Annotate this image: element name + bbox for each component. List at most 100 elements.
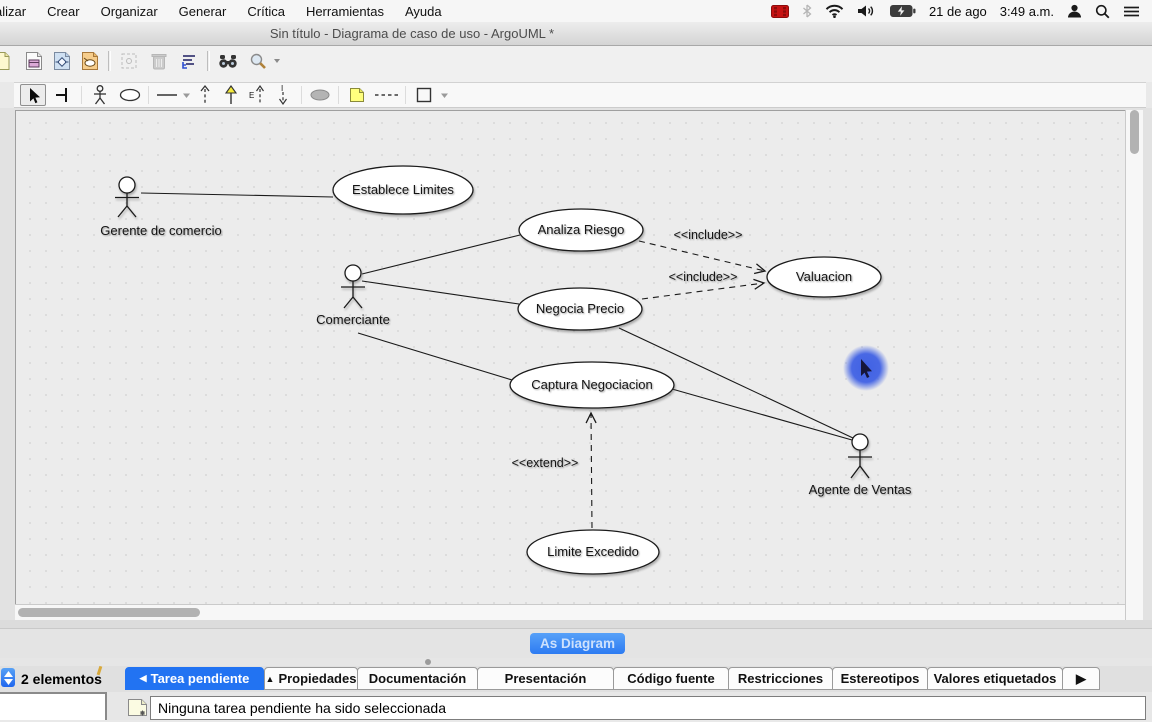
actor-agente-de-ventas[interactable]: [848, 433, 872, 479]
tab-valores-etiquetados[interactable]: Valores etiquetados: [927, 667, 1063, 690]
association-dropdown-icon[interactable]: [180, 84, 192, 106]
broom-tool[interactable]: [50, 84, 76, 106]
critiques-icon[interactable]: [177, 49, 201, 73]
horizontal-scrollbar[interactable]: [15, 604, 1125, 621]
include-edge-label: <<include>>: [669, 270, 738, 284]
as-diagram-button[interactable]: As Diagram: [530, 633, 625, 654]
select-tool[interactable]: [20, 84, 46, 106]
usecase-negocia-precio[interactable]: [517, 287, 643, 331]
tool-separator: [81, 86, 82, 104]
actor-tool[interactable]: [87, 84, 113, 106]
menu-items: alizar Crear Organizar Generar Crítica H…: [0, 4, 463, 19]
wifi-icon[interactable]: [825, 4, 844, 18]
assoc-comerciante-negocia[interactable]: [361, 280, 520, 305]
usecase-diagram: Establece Limites Analiza Riesgo Valuaci…: [100, 165, 912, 575]
actor-comerciante[interactable]: [341, 264, 365, 309]
drawing-toolbar: E I: [14, 82, 1146, 108]
use-case-tool[interactable]: [117, 84, 143, 106]
menu-item-generar[interactable]: Generar: [178, 3, 227, 19]
tool-separator: [301, 86, 302, 104]
search-icon[interactable]: [1095, 4, 1110, 19]
menu-item-crear[interactable]: Crear: [47, 3, 80, 19]
comment-tool[interactable]: [344, 84, 370, 106]
usecase-analiza-riesgo[interactable]: [518, 208, 644, 252]
menu-item-organizar[interactable]: Organizar: [100, 3, 158, 19]
association-tool[interactable]: [154, 84, 180, 106]
menu-item-ayuda[interactable]: Ayuda: [404, 3, 442, 19]
rectangle-tool[interactable]: [411, 84, 437, 106]
window-titlebar[interactable]: Sin título - Diagrama de caso de uso - A…: [0, 22, 1152, 46]
actor-gerente-de-comercio[interactable]: [115, 176, 139, 218]
generalization-tool[interactable]: [218, 84, 244, 106]
menubar-clock[interactable]: 3:49 a.m.: [999, 3, 1054, 19]
tab-tarea-pendiente[interactable]: ◀ Tarea pendiente: [125, 667, 264, 690]
tool-separator: [338, 86, 339, 104]
usecase-label: Negocia Precio: [536, 301, 624, 316]
svg-text:I: I: [281, 84, 283, 93]
tab-documentacion[interactable]: Documentación: [357, 667, 478, 690]
include-edge-analiza-valuacion[interactable]: [638, 240, 767, 275]
tab-label: Propiedades: [278, 671, 357, 686]
menubar-date[interactable]: 21 de ago: [928, 3, 987, 19]
tool-separator: [148, 86, 149, 104]
macos-menubar: alizar Crear Organizar Generar Crítica H…: [0, 0, 1152, 23]
include-edge-negocia-valuacion[interactable]: [641, 278, 766, 300]
zoom-icon[interactable]: [246, 49, 270, 73]
volume-icon[interactable]: [857, 4, 877, 18]
dependency-tool[interactable]: [192, 84, 218, 106]
extension-point-tool[interactable]: [307, 84, 333, 106]
include-tool[interactable]: I: [270, 84, 296, 106]
new-class-diagram-icon[interactable]: [22, 49, 46, 73]
tab-estereotipos[interactable]: Estereotipos: [832, 667, 928, 690]
new-usecase-diagram-icon[interactable]: [78, 49, 102, 73]
zoom-dropdown-icon[interactable]: [270, 49, 284, 73]
details-tabbar: 2 elementos ◀ Tarea pendiente ▲ Propieda…: [0, 665, 1152, 692]
diagram-canvas[interactable]: Establece Limites Analiza Riesgo Valuaci…: [15, 110, 1126, 605]
extend-tool[interactable]: E: [244, 84, 270, 106]
tab-restricciones[interactable]: Restricciones: [728, 667, 833, 690]
vertical-scrollbar-thumb[interactable]: [1130, 110, 1139, 154]
menu-item-herramientas[interactable]: Herramientas: [305, 3, 384, 19]
tab-codigo-fuente[interactable]: Código fuente: [613, 667, 729, 690]
new-state-diagram-icon[interactable]: [50, 49, 74, 73]
usecase-captura-negociacion[interactable]: [509, 361, 675, 409]
notification-list-icon[interactable]: [1123, 5, 1140, 18]
recording-icon[interactable]: [770, 4, 789, 18]
todo-message-field[interactable]: Ninguna tarea pendiente ha sido seleccio…: [150, 696, 1146, 720]
extend-edge-limite-captura[interactable]: [585, 411, 597, 529]
elements-stepper[interactable]: [1, 668, 15, 687]
vertical-scrollbar[interactable]: [1125, 110, 1143, 620]
tab-presentacion[interactable]: Presentación: [477, 667, 614, 690]
assoc-captura-agente[interactable]: [671, 388, 853, 441]
overflow-arrow-icon: ▶: [1076, 670, 1086, 686]
find-icon[interactable]: [216, 49, 240, 73]
main-toolbar: [0, 46, 1152, 82]
comment-link-tool[interactable]: [374, 84, 400, 106]
rectangle-dropdown-icon[interactable]: [437, 84, 451, 106]
horizontal-scrollbar-thumb[interactable]: [18, 608, 200, 617]
battery-charging-icon[interactable]: [889, 5, 916, 17]
menu-item-critica[interactable]: Crítica: [247, 3, 285, 19]
assoc-comerciante-captura[interactable]: [357, 332, 513, 381]
todo-tree-pane[interactable]: [0, 692, 107, 720]
user-icon[interactable]: [1067, 4, 1082, 18]
splitter-handle[interactable]: [425, 659, 431, 665]
usecase-label: Valuacion: [796, 269, 852, 284]
tab-propiedades[interactable]: ▲ Propiedades: [264, 667, 358, 690]
assoc-comerciante-analiza[interactable]: [361, 234, 521, 275]
usecase-valuacion[interactable]: [766, 256, 882, 298]
tab-overflow-arrow[interactable]: ▶: [1062, 667, 1100, 690]
assoc-gerente-establece[interactable]: [140, 192, 334, 198]
delete-icon[interactable]: [147, 49, 171, 73]
details-panel: Ninguna tarea pendiente ha sido seleccio…: [0, 692, 1152, 720]
menu-item-alizar[interactable]: alizar: [0, 3, 27, 19]
usecase-establece-limites[interactable]: [332, 165, 474, 215]
new-document-icon[interactable]: [0, 49, 14, 73]
tab-label: Tarea pendiente: [150, 671, 250, 686]
bluetooth-icon[interactable]: [802, 4, 812, 18]
select-all-icon[interactable]: [117, 49, 141, 73]
panel-divider: [0, 620, 1152, 628]
assoc-negocia-agente[interactable]: [618, 327, 854, 439]
usecase-label: Analiza Riesgo: [538, 222, 625, 237]
usecase-limite-excedido[interactable]: [526, 529, 660, 575]
